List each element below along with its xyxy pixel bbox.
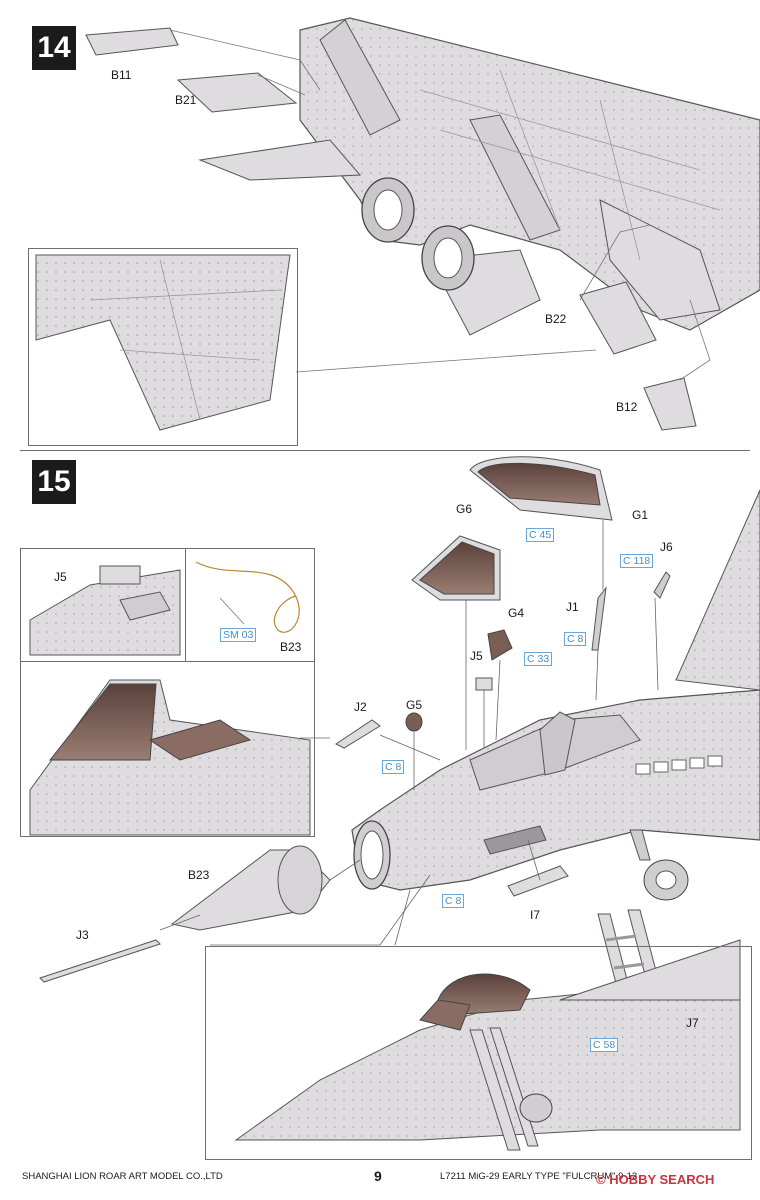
step15-inset-b23-wire xyxy=(195,561,300,633)
paint-code-j1-bottom: C 8 xyxy=(564,632,587,646)
step15-inset-cockpit-drawing xyxy=(29,679,311,836)
part-j5-shape xyxy=(475,677,493,691)
step15-fuselage xyxy=(351,489,760,901)
nose-landing-gear xyxy=(629,829,689,901)
paint-code-nose: C 8 xyxy=(442,894,465,908)
step14-leader-lines xyxy=(169,29,711,381)
part-b12-shape xyxy=(643,377,697,431)
part-label-g4: G4 xyxy=(508,606,525,620)
part-label-g6: G6 xyxy=(456,502,473,516)
part-g4-shape xyxy=(487,629,513,661)
paint-code-g4: C 33 xyxy=(524,652,553,666)
part-label-j3: J3 xyxy=(76,928,89,942)
inset-part-label-b23: B23 xyxy=(280,640,302,654)
inset-part-label-j5: J5 xyxy=(54,570,67,584)
part-b23-nosecone xyxy=(170,845,331,931)
part-g6-windscreen xyxy=(411,535,501,601)
part-label-j6: J6 xyxy=(660,540,673,554)
part-j6-shape xyxy=(653,571,671,599)
paint-code-j1-top: C 118 xyxy=(620,554,654,568)
part-label-j7: J7 xyxy=(686,1016,699,1030)
part-g5-shape xyxy=(405,712,423,732)
step15-inset-j5-frame xyxy=(20,548,186,662)
step14-inset-frame xyxy=(28,248,298,446)
part-j2-shape xyxy=(335,719,381,749)
part-label-j5: J5 xyxy=(470,649,483,663)
step15-inset-finished-drawing xyxy=(234,939,741,1151)
engine-nozzle-left xyxy=(361,177,415,243)
step-number-badge: 14 xyxy=(32,26,76,70)
paint-code-j7: C 58 xyxy=(590,1038,619,1052)
part-label-b22: B22 xyxy=(545,312,567,326)
part-b11-shape xyxy=(85,27,179,56)
part-label-b21: B21 xyxy=(175,93,197,107)
step15-leader-lines xyxy=(159,520,659,946)
step-number-badge: 15 xyxy=(32,460,76,504)
part-label-b12: B12 xyxy=(616,400,638,414)
step15-inset-finished-frame xyxy=(205,946,752,1160)
part-i7-shape xyxy=(507,865,569,897)
part-label-i7: I7 xyxy=(530,908,541,922)
step15-inset-j5-drawing xyxy=(29,565,181,656)
step14-inset-drawing xyxy=(35,254,291,431)
watermark-logo: © HOBBY SEARCH xyxy=(596,1172,715,1187)
footer-company: SHANGHAI LION ROAR ART MODEL CO.,LTD xyxy=(22,1171,223,1182)
part-label-j1: J1 xyxy=(566,600,579,614)
part-b21-shape xyxy=(176,72,298,113)
footer-kit-title: L7211 MiG-29 EARLY TYPE "FULCRUM" 9-12 xyxy=(440,1171,638,1182)
page-number: 9 xyxy=(374,1168,382,1184)
step15-inset-cockpit-frame xyxy=(20,661,315,837)
part-j1-shape xyxy=(591,586,607,651)
paint-code-b23-wire: SM 03 xyxy=(220,628,257,642)
part-b22-shape xyxy=(579,281,657,355)
part-label-b23: B23 xyxy=(188,868,210,882)
part-label-g1: G1 xyxy=(632,508,649,522)
engine-nozzle-right xyxy=(421,225,475,291)
part-j3-shape xyxy=(39,939,161,983)
part-label-g5: G5 xyxy=(406,698,423,712)
paint-code-g5: C 8 xyxy=(382,760,405,774)
step-divider xyxy=(20,450,750,451)
part-g1-canopy xyxy=(469,456,613,521)
part-label-b11: B11 xyxy=(111,68,132,82)
paint-code-g1: C 45 xyxy=(526,528,555,542)
part-label-j2: J2 xyxy=(354,700,367,714)
